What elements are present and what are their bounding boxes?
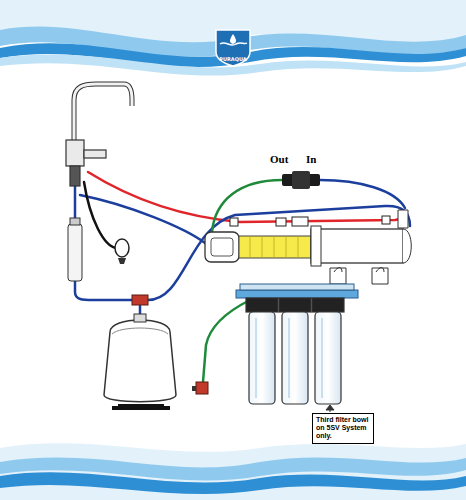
membrane-assembly [205, 210, 411, 284]
blue-tube [320, 180, 405, 208]
blue-tube [80, 195, 205, 243]
drain-knob [115, 239, 129, 264]
green-tube [212, 180, 282, 232]
green-tube [203, 300, 250, 382]
note-box: Third filter bowl on 5SV System only. [312, 413, 374, 444]
filter-bank [236, 284, 358, 412]
note-text: Third filter bowl on 5SV System only. [316, 416, 370, 440]
inline-filter [68, 218, 82, 281]
check-valve [282, 171, 320, 189]
bottom-wave-band [0, 443, 466, 500]
port-label: In [306, 153, 316, 165]
drain-hose [84, 182, 116, 248]
storage-tank [104, 314, 176, 410]
blue-tube [148, 206, 410, 300]
logo-text: PURAQUA [219, 56, 246, 62]
feed-valve [192, 382, 208, 394]
top-wave-band [0, 0, 466, 76]
fittings [230, 216, 390, 226]
blue-tube [75, 182, 132, 300]
logo-shield [216, 30, 250, 66]
faucet [66, 84, 132, 186]
port-label: Out [270, 153, 288, 165]
tank-tee [132, 295, 148, 305]
